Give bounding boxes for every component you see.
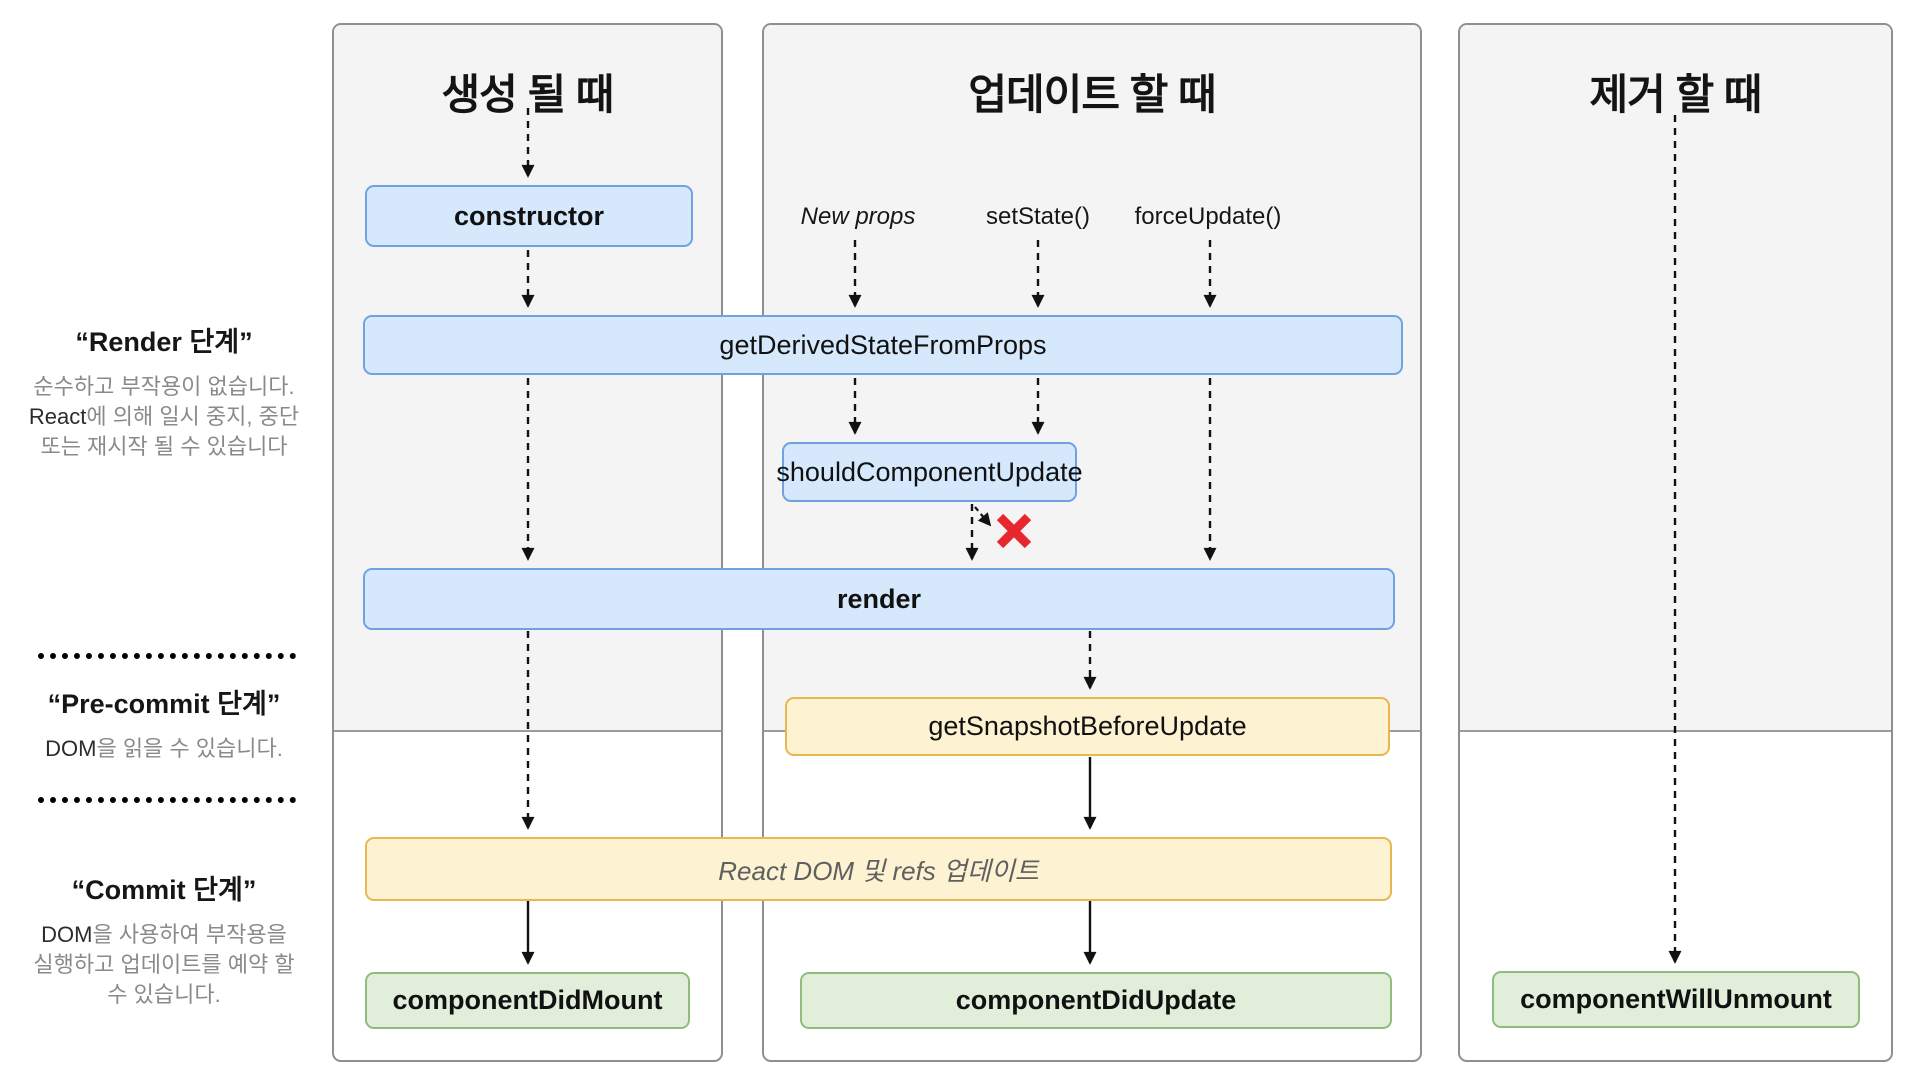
phase-divider	[38, 797, 296, 803]
trigger-set-state: setState()	[985, 203, 1091, 230]
box-react-dom-refs-update: React DOM 및 refs 업데이트	[365, 837, 1392, 901]
sidebar-render-phase: “Render 단계” 순수하고 부작용이 없습니다. React에 의해 일시…	[28, 320, 300, 462]
commit-phase-description: DOM을 사용하여 부작용을 실행하고 업데이트를 예약 할 수 있습니다.	[33, 922, 295, 1007]
trigger-force-update: forceUpdate()	[1134, 203, 1282, 230]
render-phase-description: 순수하고 부작용이 없습니다. React에 의해 일시 중지, 중단 또는 재…	[28, 374, 300, 459]
box-component-will-unmount: componentWillUnmount	[1492, 971, 1860, 1028]
box-get-derived-state-from-props: getDerivedStateFromProps	[363, 315, 1403, 375]
box-get-snapshot-before-update: getSnapshotBeforeUpdate	[785, 697, 1390, 756]
box-component-did-update: componentDidUpdate	[800, 972, 1392, 1029]
sidebar-precommit-phase: “Pre-commit 단계” DOM을 읽을 수 있습니다.	[28, 682, 300, 764]
reject-x-icon	[996, 513, 1032, 549]
render-phase-title: “Render 단계”	[75, 327, 253, 357]
column-updating-title: 업데이트 할 때	[968, 71, 1216, 118]
box-component-did-mount: componentDidMount	[365, 972, 690, 1029]
trigger-new-props: New props	[800, 203, 916, 230]
sidebar-commit-phase: “Commit 단계” DOM을 사용하여 부작용을 실행하고 업데이트를 예약…	[28, 868, 300, 1010]
column-unmounting-title: 제거 할 때	[1589, 71, 1763, 118]
precommit-phase-description: DOM을 읽을 수 있습니다.	[45, 736, 283, 761]
phase-divider	[38, 653, 296, 659]
arrow-shouldupdate-reject-branch	[974, 506, 992, 527]
box-constructor: constructor	[365, 185, 693, 247]
box-render: render	[363, 568, 1395, 630]
box-should-component-update: shouldComponentUpdate	[776, 442, 1083, 502]
precommit-phase-title: “Pre-commit 단계”	[47, 689, 281, 719]
commit-phase-title: “Commit 단계”	[71, 875, 257, 905]
